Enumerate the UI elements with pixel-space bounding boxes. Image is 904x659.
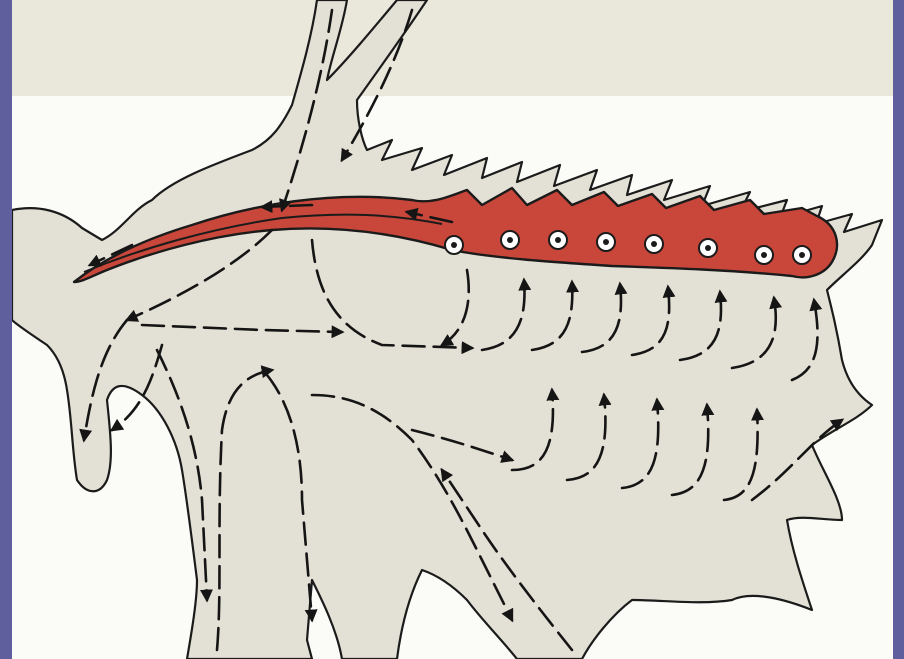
ostium <box>549 231 567 249</box>
ostium <box>501 231 519 249</box>
insect-circulation-diagram <box>12 0 893 659</box>
ostium <box>755 246 773 264</box>
ostium <box>793 246 811 264</box>
ostium <box>699 239 717 257</box>
ostium <box>597 233 615 251</box>
diagram-frame <box>12 0 893 659</box>
ostium <box>645 235 663 253</box>
insect-body-outline <box>12 0 882 659</box>
ostium <box>445 236 463 254</box>
